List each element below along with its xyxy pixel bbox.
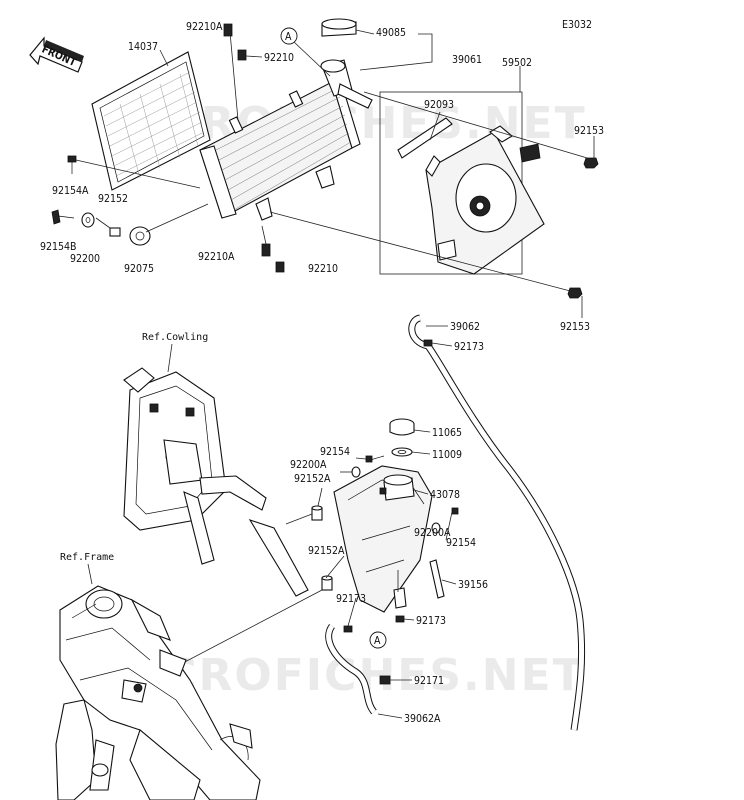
clip-92210A-bottom bbox=[261, 243, 271, 257]
bolt-92154-left bbox=[365, 455, 385, 463]
radiator-screen bbox=[91, 51, 211, 191]
clamp-92173-top bbox=[423, 339, 433, 347]
cowling-bracket bbox=[123, 367, 309, 597]
reserve-tank bbox=[333, 465, 433, 613]
label-92173-top: 92173 bbox=[454, 341, 484, 353]
grommet-92075 bbox=[129, 226, 151, 246]
label-43078: 43078 bbox=[430, 489, 460, 501]
collar-92152A-bottom bbox=[321, 575, 333, 591]
front-arrow-icon: FRONT bbox=[29, 36, 84, 73]
clamp-92171 bbox=[379, 675, 391, 685]
ref-cowling-label: Ref.Cowling bbox=[142, 332, 208, 343]
diagram-code: E3032 bbox=[562, 19, 592, 31]
radiator-filler-neck bbox=[320, 59, 373, 109]
bolt-92154-right bbox=[445, 507, 459, 541]
leader-lines-top bbox=[75, 29, 595, 318]
label-11065: 11065 bbox=[432, 427, 462, 439]
label-92200A-right: 92200A bbox=[414, 527, 451, 539]
radiator bbox=[199, 77, 361, 221]
cap-gasket bbox=[391, 447, 413, 457]
label-14037: 14037 bbox=[128, 41, 158, 53]
fan-bracket bbox=[397, 117, 453, 159]
label-92093: 92093 bbox=[424, 99, 454, 111]
bolt-92153-bottom bbox=[567, 287, 583, 299]
label-92075: 92075 bbox=[124, 263, 154, 275]
label-92152: 92152 bbox=[98, 193, 128, 205]
clamp-92173-mid bbox=[343, 625, 353, 633]
bolt-92154B bbox=[51, 209, 75, 225]
label-92153-bottom: 92153 bbox=[560, 321, 590, 333]
washer-92200A-left bbox=[351, 466, 361, 478]
svg-text:A: A bbox=[285, 31, 292, 43]
label-11009: 11009 bbox=[432, 449, 462, 461]
collar-92152 bbox=[109, 227, 121, 237]
label-59502: 59502 bbox=[502, 57, 532, 69]
label-39061: 39061 bbox=[452, 54, 482, 66]
clamp-92173-right bbox=[395, 615, 405, 623]
label-39156: 39156 bbox=[458, 579, 488, 591]
ref-frame-label: Ref.Frame bbox=[60, 552, 114, 563]
label-92173-mid: 92173 bbox=[336, 593, 366, 605]
label-92173-right: 92173 bbox=[416, 615, 446, 627]
leader-lines-middle bbox=[119, 325, 457, 719]
label-92210A-bottom: 92210A bbox=[198, 251, 235, 263]
clip-92210-top bbox=[237, 49, 247, 61]
label-92154B: 92154B bbox=[40, 241, 77, 253]
clip-92210-bottom bbox=[275, 261, 285, 273]
fan-assembly bbox=[425, 125, 545, 275]
svg-text:A: A bbox=[374, 635, 381, 647]
label-92200A-left: 92200A bbox=[290, 459, 327, 471]
label-92210-top: 92210 bbox=[264, 52, 294, 64]
label-49085: 49085 bbox=[376, 27, 406, 39]
label-92152A-bottom: 92152A bbox=[308, 545, 345, 557]
label-92200: 92200 bbox=[70, 253, 100, 265]
label-92210-bottom: 92210 bbox=[308, 263, 338, 275]
label-92210A-top: 92210A bbox=[186, 21, 223, 33]
bolt-92154A bbox=[67, 155, 77, 174]
label-92153-top: 92153 bbox=[574, 125, 604, 137]
washer-92200 bbox=[81, 212, 95, 228]
frame bbox=[55, 585, 261, 800]
label-39062A: 39062A bbox=[404, 713, 441, 725]
label-39062: 39062 bbox=[450, 321, 480, 333]
reserve-tank-cap bbox=[389, 418, 415, 436]
connection-marker-a-top: A bbox=[280, 27, 331, 77]
hose-39062A bbox=[325, 623, 377, 715]
radiator-cap bbox=[321, 18, 357, 37]
label-92154-right: 92154 bbox=[446, 537, 476, 549]
label-92154-left: 92154 bbox=[320, 446, 350, 458]
label-92171: 92171 bbox=[414, 675, 444, 687]
washer-92200A-right bbox=[431, 522, 441, 534]
label-92154A: 92154A bbox=[52, 185, 89, 197]
connection-marker-a-bottom: A bbox=[369, 631, 387, 649]
pipe-39156 bbox=[429, 559, 445, 599]
label-92152A-top: 92152A bbox=[294, 473, 331, 485]
collar-92152A-top bbox=[311, 505, 323, 521]
